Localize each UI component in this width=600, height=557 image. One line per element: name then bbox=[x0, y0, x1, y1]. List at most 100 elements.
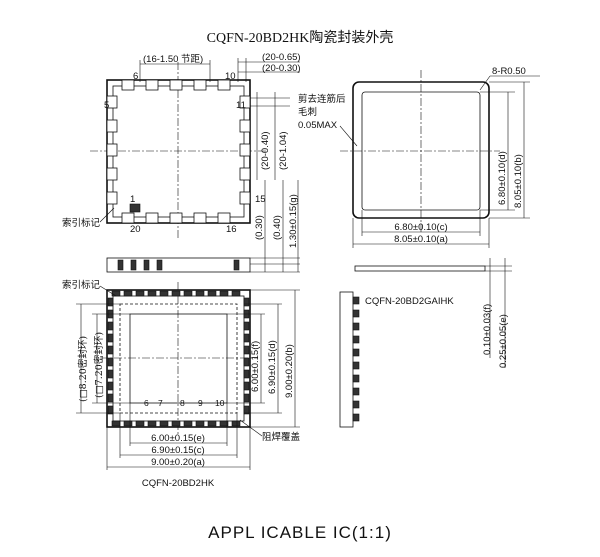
side-lead bbox=[352, 322, 360, 331]
side-view: CQFN-20BD2GAIHK 0.10±0.03(f) 0.25±0.05(e… bbox=[339, 291, 509, 428]
castellation-pad bbox=[106, 191, 118, 205]
edge-pad bbox=[243, 405, 250, 415]
side-lead bbox=[352, 348, 360, 357]
edge-pad bbox=[243, 357, 250, 367]
lid-view: 8-R0.50 剪去连筋后 毛刺 0.05MAX 6.80±0.10(d) 8.… bbox=[298, 66, 540, 248]
pad-width-dim: (20-0.65) bbox=[262, 52, 301, 63]
side-lead bbox=[352, 309, 360, 318]
edge-pad bbox=[147, 290, 157, 297]
pad-length-dim: (20-0.40) bbox=[260, 131, 271, 170]
castellation-pad bbox=[193, 79, 207, 91]
bottom-v-dim: 6.00±0.15(f) bbox=[250, 341, 261, 392]
edge-pad bbox=[183, 290, 193, 297]
edge-pad bbox=[135, 290, 145, 297]
castellation-pad bbox=[239, 95, 251, 109]
bottom-pin-label: 10 bbox=[215, 398, 225, 408]
edge-pad bbox=[195, 420, 205, 427]
castellation-pad bbox=[239, 119, 251, 133]
edge-pad bbox=[243, 333, 250, 343]
edge-pad bbox=[231, 420, 241, 427]
edge-pad bbox=[111, 420, 121, 427]
top-pin-label: 6 bbox=[133, 71, 138, 82]
castellation-pad bbox=[169, 212, 183, 224]
edge-pad bbox=[243, 369, 250, 379]
castellation-pad bbox=[106, 119, 118, 133]
castellation-pad bbox=[239, 191, 251, 205]
top-pin-label: 5 bbox=[104, 100, 109, 111]
top-pin-label: 15 bbox=[255, 194, 266, 205]
edge-pad bbox=[107, 345, 114, 355]
edge-pad bbox=[107, 321, 114, 331]
bottom-index-label: 索引标记 bbox=[62, 279, 101, 291]
bottom-h-dim: 6.90±0.15(c) bbox=[151, 445, 204, 456]
top-pin-label: 20 bbox=[130, 224, 141, 235]
thickness-dim: 1.30±0.15(g) bbox=[288, 194, 299, 248]
castellation-pad bbox=[169, 79, 183, 91]
edge-pad bbox=[207, 290, 217, 297]
side-lead bbox=[352, 400, 360, 409]
lid-dim: 6.80±0.10(d) bbox=[497, 151, 508, 205]
pad-length-dim: (20-1.04) bbox=[278, 131, 289, 170]
edge-pad bbox=[243, 393, 250, 403]
bottom-pin-label: 8 bbox=[180, 398, 185, 408]
edge-pad bbox=[243, 381, 250, 391]
castellation-pad bbox=[239, 167, 251, 181]
castellation-pad bbox=[145, 79, 159, 91]
top-view: 6 10 5 11 1 15 20 16 (16-1.50 节距) (20-0.… bbox=[62, 52, 301, 238]
castellation-pad bbox=[106, 167, 118, 181]
corner-radius: 8-R0.50 bbox=[492, 66, 526, 77]
bottom-view-label: CQFN-20BD2HK bbox=[142, 478, 215, 489]
top-pin-label: 10 bbox=[225, 71, 236, 82]
side-dim: 0.10±0.03(f) bbox=[482, 304, 493, 355]
lid-side-profile bbox=[354, 258, 512, 368]
edge-pad bbox=[171, 290, 181, 297]
side-lead bbox=[352, 361, 360, 370]
seal-ring-dim: (□7.20密封环) bbox=[93, 332, 105, 398]
edge-pad bbox=[243, 321, 250, 331]
lid-dim: 8.05±0.10(a) bbox=[394, 234, 448, 245]
bottom-v-dim: 6.90±0.15(d) bbox=[267, 340, 278, 394]
bottom-h-dim: 6.00±0.15(e) bbox=[151, 433, 205, 444]
drawing-title: CQFN-20BD2HK陶瓷封装外壳 bbox=[207, 29, 394, 46]
edge-pad bbox=[107, 369, 114, 379]
bottom-pin-label: 6 bbox=[144, 398, 149, 408]
bottom-view: 索引标记 6 7 8 9 10 (□8.20密封环) (□7.20密封环) 6.… bbox=[62, 279, 301, 489]
thickness-dim: (0.40) bbox=[272, 215, 283, 240]
side-lead bbox=[352, 387, 360, 396]
castellation-pad bbox=[121, 212, 135, 224]
edge-pad bbox=[171, 420, 181, 427]
edge-pad bbox=[195, 290, 205, 297]
index-mark-label: 索引标记 bbox=[62, 217, 101, 229]
seal-ring-dim: (□8.20密封环) bbox=[77, 336, 89, 402]
castellation-pad bbox=[106, 95, 118, 109]
edge-pad bbox=[123, 420, 133, 427]
edge-pad bbox=[123, 290, 133, 297]
castellation-pad bbox=[145, 212, 159, 224]
lid-dim: 8.05±0.10(b) bbox=[513, 154, 524, 208]
castellation-pad bbox=[121, 79, 135, 91]
bottom-pin-label: 7 bbox=[158, 398, 163, 408]
edge-pad bbox=[107, 381, 114, 391]
trim-note: 毛刺 bbox=[298, 106, 317, 118]
pitch-dim: (16-1.50 节距) bbox=[143, 54, 203, 65]
edge-pad bbox=[107, 357, 114, 367]
pad-width-dim: (20-0.30) bbox=[262, 63, 301, 74]
side-lead bbox=[352, 296, 360, 305]
edge-pad bbox=[243, 297, 250, 307]
castellation-pad bbox=[106, 143, 118, 157]
edge-pad bbox=[107, 297, 114, 307]
edge-pad bbox=[207, 420, 217, 427]
edge-pad bbox=[111, 290, 121, 297]
edge-pad bbox=[107, 393, 114, 403]
castellation-pad bbox=[239, 143, 251, 157]
lid-dim: 6.80±0.10(c) bbox=[394, 222, 447, 233]
edge-pad bbox=[147, 420, 157, 427]
bottom-h-dim: 9.00±0.20(a) bbox=[151, 457, 205, 468]
edge-pad bbox=[219, 420, 229, 427]
edge-pad bbox=[159, 420, 169, 427]
solder-mask-label: 阻焊覆盖 bbox=[262, 431, 301, 443]
castellation-pad bbox=[217, 212, 231, 224]
edge-pad bbox=[107, 333, 114, 343]
edge-pad bbox=[135, 420, 145, 427]
